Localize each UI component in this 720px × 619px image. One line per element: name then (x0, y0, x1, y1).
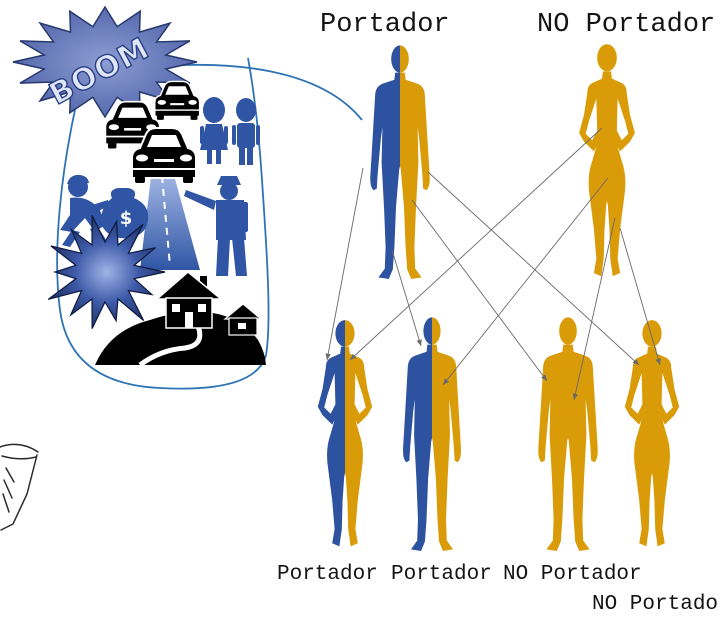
arrow-portador-parent-to-child-2 (392, 250, 421, 346)
parent-label-no-portador: NO Portador (537, 12, 715, 39)
house-roof (157, 272, 221, 299)
thief-cap (67, 175, 89, 184)
figure-right-half (370, 45, 429, 279)
girl-icon (200, 97, 228, 164)
figure-right-half (318, 320, 372, 546)
girl-head (203, 97, 225, 123)
girl-arm (200, 126, 204, 144)
arrow-no-portador-parent-to-child-3 (574, 218, 615, 400)
money-symbol: $ (120, 208, 133, 229)
cup-hatch (3, 468, 14, 512)
cup-side (1, 455, 37, 530)
figure-right-half (625, 320, 679, 546)
child-label-3: NO Portador (503, 564, 642, 585)
house-window (172, 304, 180, 312)
parent-no-portador-figure (579, 44, 635, 276)
figure-right-half (579, 44, 635, 276)
road-icon (140, 168, 200, 270)
road-surface (140, 168, 200, 270)
child-label-4: NO Portado (592, 594, 718, 615)
officer-pointing-arm (184, 190, 216, 210)
cup-rim-inner (2, 456, 36, 459)
small-house-window (238, 323, 246, 329)
boy-leg (239, 147, 245, 165)
girl-dress (200, 124, 228, 150)
girl-leg (207, 150, 212, 164)
child-label-1: Portador (277, 564, 378, 585)
boy-leg (247, 147, 253, 165)
boy-arm (256, 125, 260, 145)
parent-portador-figure (370, 45, 429, 279)
parent-label-portador: Portador (320, 12, 450, 39)
child-2-figure (403, 317, 461, 551)
cup-rim (0, 444, 38, 452)
house-window (198, 304, 206, 312)
child-label-2: Portador (391, 564, 492, 585)
boy-torso (237, 123, 255, 148)
girl-arm (224, 126, 228, 144)
officer-torso (216, 200, 246, 240)
officer-leg (232, 238, 247, 276)
arrow-no-portador-parent-to-child-2 (443, 178, 608, 385)
arrow-no-portador-parent-to-child-4 (620, 228, 660, 365)
figure-right-half (538, 317, 597, 551)
small-house-roof (225, 304, 261, 319)
officer-leg (216, 238, 230, 276)
officer-cap (217, 176, 241, 185)
money-bag-icon: $ (101, 188, 148, 238)
figure-right-half (403, 317, 461, 551)
cup-sketch-icon (0, 444, 38, 530)
girl-leg (216, 150, 221, 164)
child-3-figure (538, 317, 597, 551)
boy-icon (232, 98, 260, 165)
house-door (185, 312, 193, 328)
child-1-figure (318, 320, 372, 546)
child-4-figure (625, 320, 679, 546)
car-icon (155, 81, 200, 120)
boy-head (236, 98, 256, 122)
boy-arm (232, 125, 236, 145)
officer-arm (242, 202, 248, 232)
thought-bubble: BOOM (13, 7, 362, 389)
